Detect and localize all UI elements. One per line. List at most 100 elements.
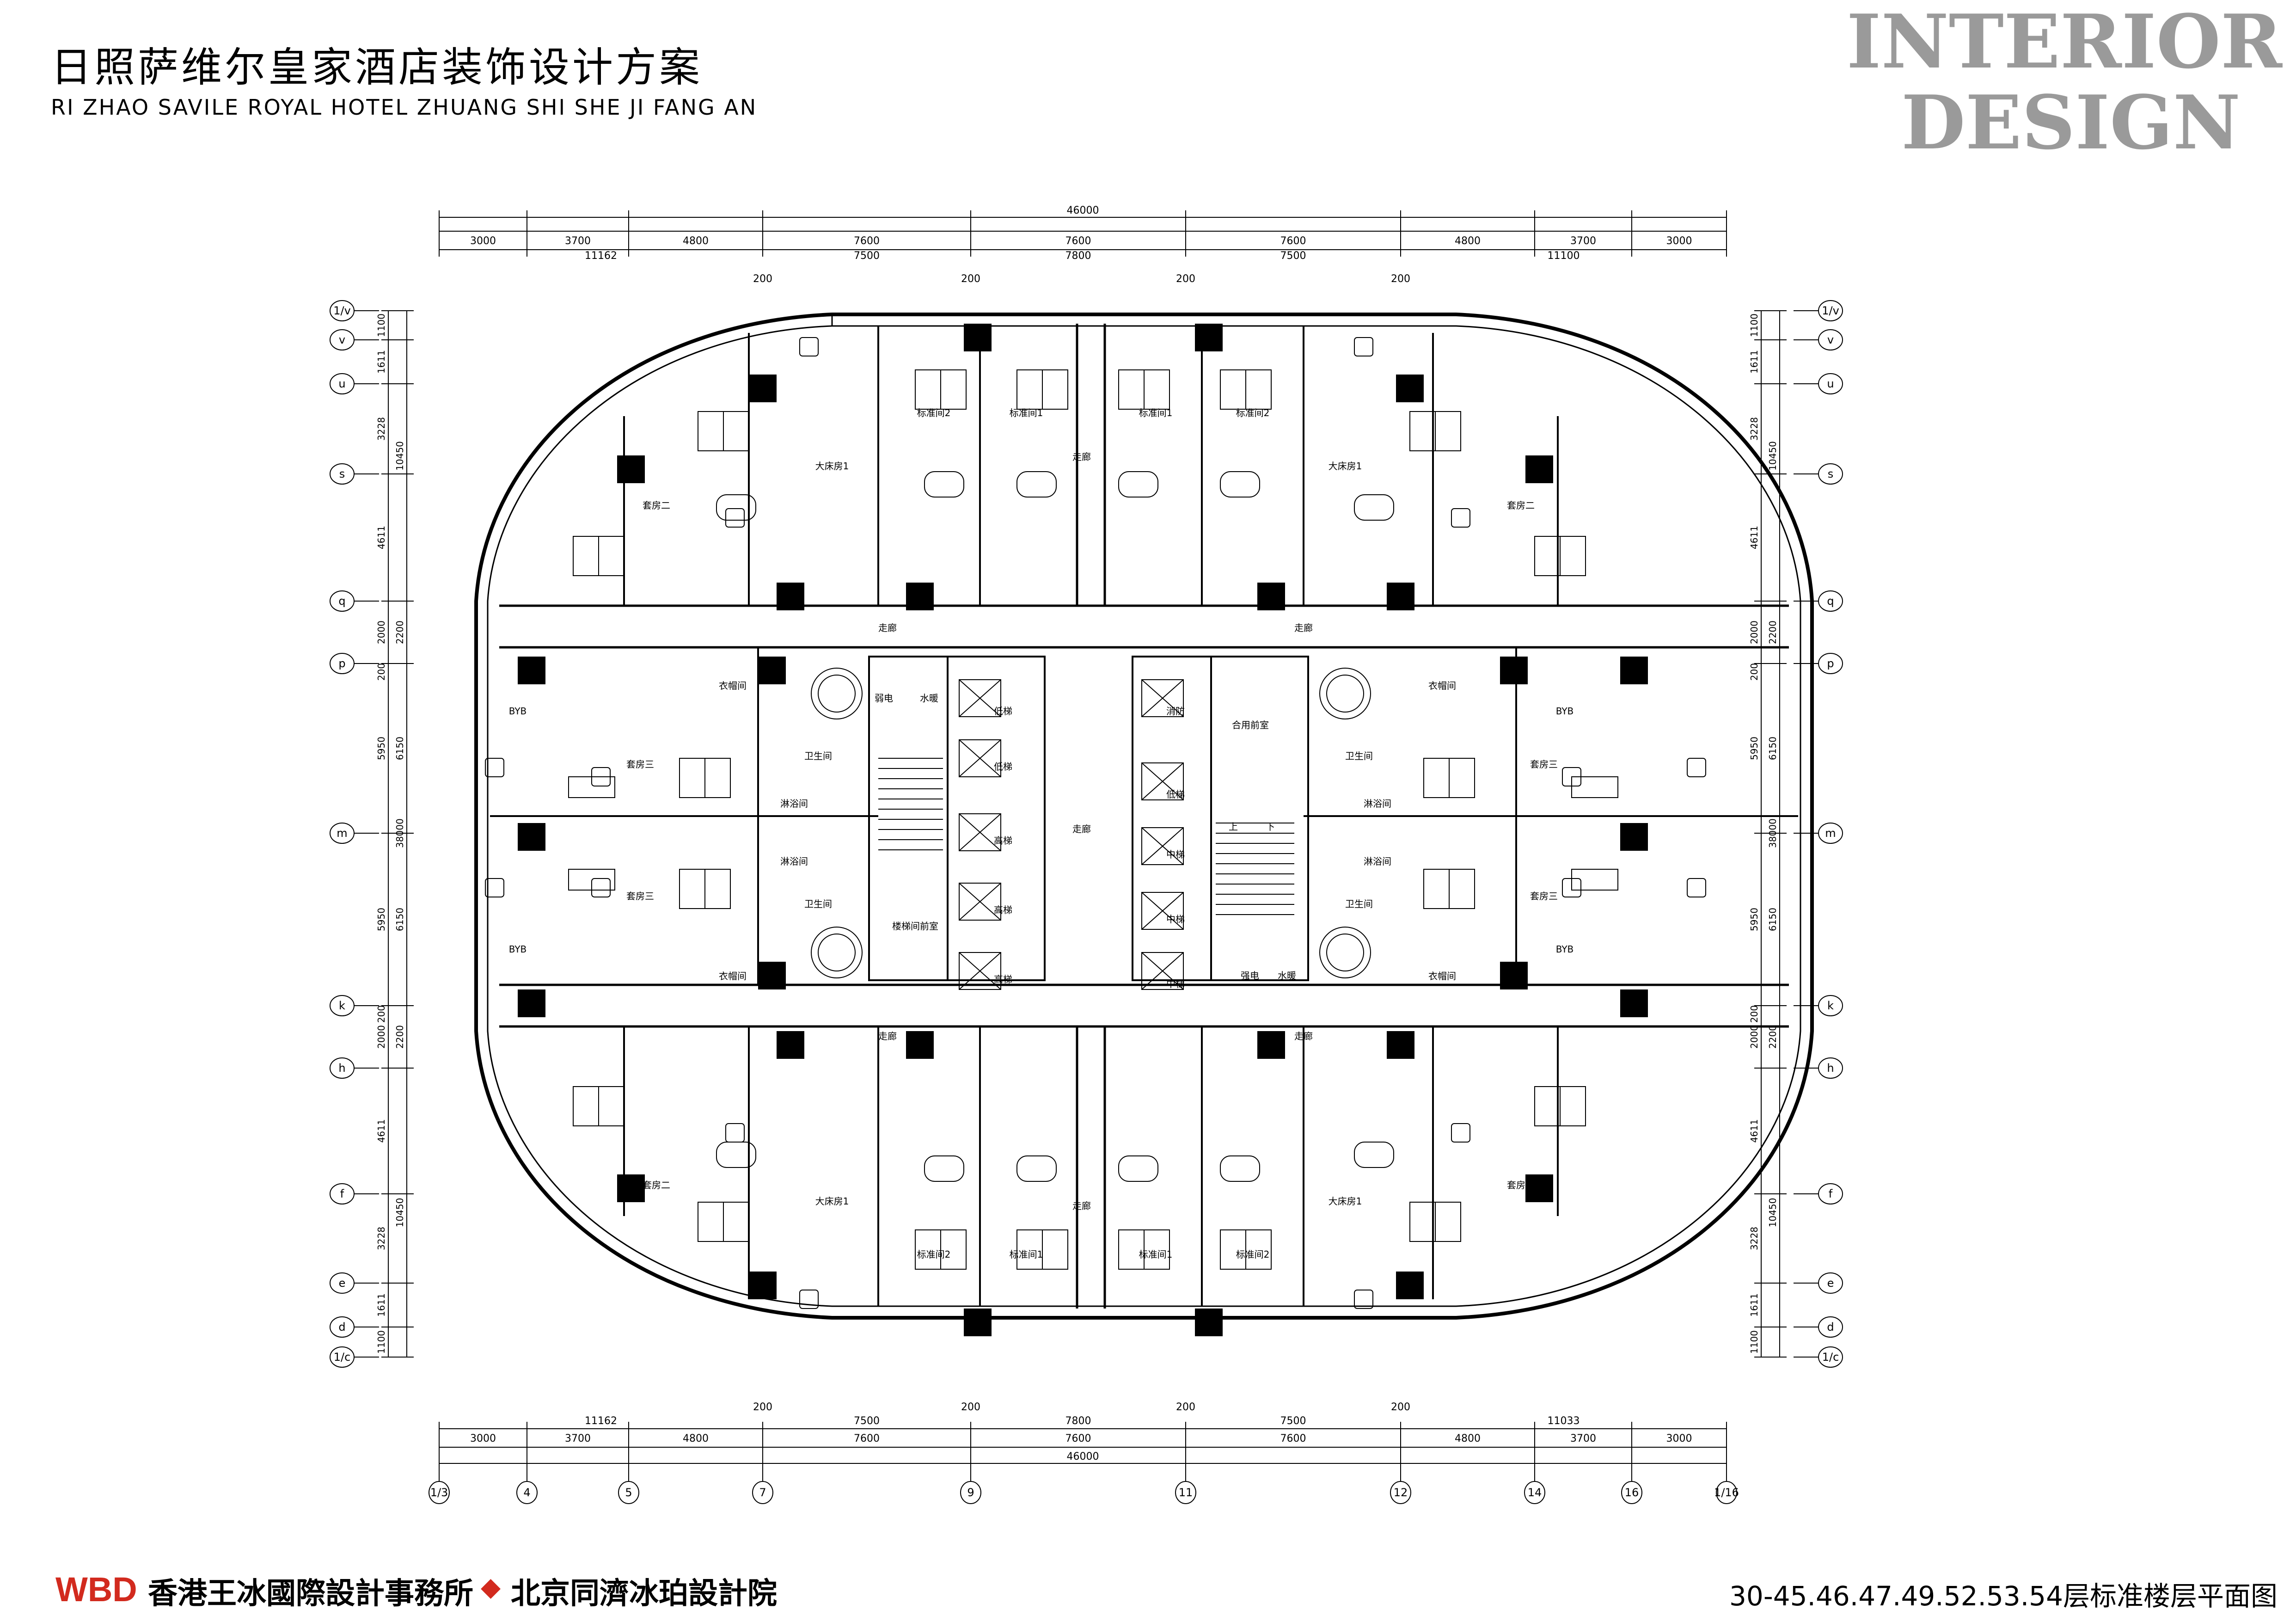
dim-top-value: 4800 (683, 235, 709, 247)
col-axis-label: 7 (759, 1486, 766, 1499)
lift-label: 低梯 (994, 706, 1012, 717)
round-bathtub-inner (1326, 675, 1364, 713)
dim-left-value: 6150 (394, 908, 405, 931)
dim-right-value: 6150 (1767, 737, 1778, 760)
elevator-car (1141, 679, 1184, 717)
room-label: 水暖 (920, 693, 938, 704)
bathtub (1220, 1155, 1260, 1182)
bathtub (716, 1142, 756, 1168)
armchair (591, 878, 611, 897)
dim-gap: 200 (1391, 1401, 1410, 1413)
dimension-left: 1100161132284611200020059505950200200046… (376, 310, 414, 1358)
structural-column (777, 583, 804, 610)
col-axis-bubble (1524, 1481, 1545, 1504)
col-axis-bubble (1621, 1481, 1642, 1504)
dim-left-value: 2200 (394, 1025, 405, 1049)
room-labels: 走廊 走廊 走廊 走廊 走廊 走廊 走廊 套房二 套房二 套房二 套房二 套房三… (509, 407, 1574, 1260)
room-label: 淋浴间 (780, 856, 808, 867)
structural-column (518, 657, 545, 684)
wbd-logo: WBD (55, 1570, 137, 1609)
structural-column (758, 657, 786, 684)
row-axis-label: m (337, 827, 347, 840)
room-label: 衣帽间 (719, 971, 747, 982)
dim-left-value: 2200 (394, 621, 405, 644)
col-axis-label: 1/16 (1714, 1486, 1739, 1499)
structural-column (1500, 962, 1528, 989)
room-label: 水暖 (1278, 970, 1296, 981)
structural-column (1387, 1031, 1414, 1059)
dim-bottom-overall: 46000 (1067, 1451, 1099, 1462)
dim-right-value: 10450 (1767, 441, 1778, 471)
col-axis-label: 14 (1528, 1486, 1542, 1499)
armchair (1451, 508, 1470, 528)
dim-bottom-value: 3000 (470, 1433, 496, 1444)
dim-gap: 200 (753, 273, 772, 285)
armchair (1687, 758, 1706, 777)
room-label: 弱电 (875, 693, 893, 704)
col-axis-bubble (618, 1481, 639, 1504)
room-label: 卫生间 (804, 750, 832, 762)
structural-column (1525, 1174, 1553, 1202)
elevator-cross (1141, 892, 1184, 930)
structural-column (906, 1031, 934, 1059)
dim-left-value: 6150 (394, 737, 405, 760)
round-bathtub-inner (818, 675, 856, 713)
room-label: 大床房1 (1329, 461, 1362, 472)
col-axis-bubble (429, 1481, 450, 1504)
dim-bottom-value: 7800 (1065, 1415, 1091, 1427)
dim-bottom-value: 7500 (854, 1415, 880, 1427)
dim-top-value: 7600 (854, 235, 880, 247)
round-bathtub (1319, 668, 1371, 719)
dim-top-value: 7500 (1280, 250, 1306, 262)
room-label: 衣帽间 (1428, 680, 1456, 691)
room-label: 大床房1 (815, 461, 849, 472)
row-axis-label: f (1829, 1187, 1833, 1200)
corridor-label: 走廊 (1294, 622, 1313, 633)
dim-top-value: 7500 (854, 250, 880, 262)
col-axis-label: 9 (967, 1486, 974, 1499)
room-label: 套房三 (1530, 759, 1558, 770)
structural-column (518, 989, 545, 1017)
dim-left-value: 2000 (376, 1025, 387, 1049)
dim-right-value: 2200 (1767, 621, 1778, 644)
armchair (485, 878, 504, 897)
structural-column (1387, 583, 1414, 610)
elevator-cross (1141, 827, 1184, 865)
room-label: 套房三 (626, 759, 654, 770)
dim-left-value: 200 (376, 663, 387, 681)
row-axis-label: v (1827, 333, 1834, 346)
row-axis-label: f (340, 1187, 344, 1200)
dim-left-value: 1611 (376, 1293, 387, 1317)
stair-label: 上 (1229, 821, 1238, 832)
structural-column (617, 1174, 645, 1202)
room-label: 套房三 (626, 891, 654, 902)
bathtub (1016, 1155, 1057, 1182)
room-label: 标准间1 (1139, 1249, 1173, 1260)
dim-bottom-value: 7600 (1065, 1433, 1091, 1444)
round-bathtub (811, 927, 863, 978)
lift-label: 中梯 (1166, 914, 1185, 925)
lift-label: 高梯 (994, 904, 1012, 915)
brand-design: DESIGN (1901, 79, 2241, 166)
corridor-label: 走廊 (1072, 451, 1091, 462)
round-bathtub-inner (818, 934, 856, 971)
room-label: 套房二 (1507, 500, 1535, 511)
dimension-right: 1100161132284611200020059505950200200046… (1749, 310, 1787, 1358)
room-label: 卫生间 (1345, 750, 1373, 762)
vent-label: BYB (509, 944, 527, 955)
structural-column (1396, 375, 1424, 402)
elevator-car (1141, 827, 1184, 865)
elevator-cross (959, 739, 1001, 777)
dim-left-value: 1100 (376, 1330, 387, 1354)
dim-bottom-value: 7600 (854, 1433, 880, 1444)
bathtub (1354, 1142, 1394, 1168)
dim-top-value: 7800 (1065, 250, 1091, 262)
structural-column (906, 583, 934, 610)
dim-right-value: 1100 (1749, 1330, 1760, 1354)
structural-column (1195, 1309, 1223, 1336)
dim-right-value: 2000 (1749, 621, 1760, 644)
dim-top-value: 11100 (1548, 250, 1580, 262)
structural-column (964, 324, 992, 351)
elevator-cross (959, 952, 1001, 990)
